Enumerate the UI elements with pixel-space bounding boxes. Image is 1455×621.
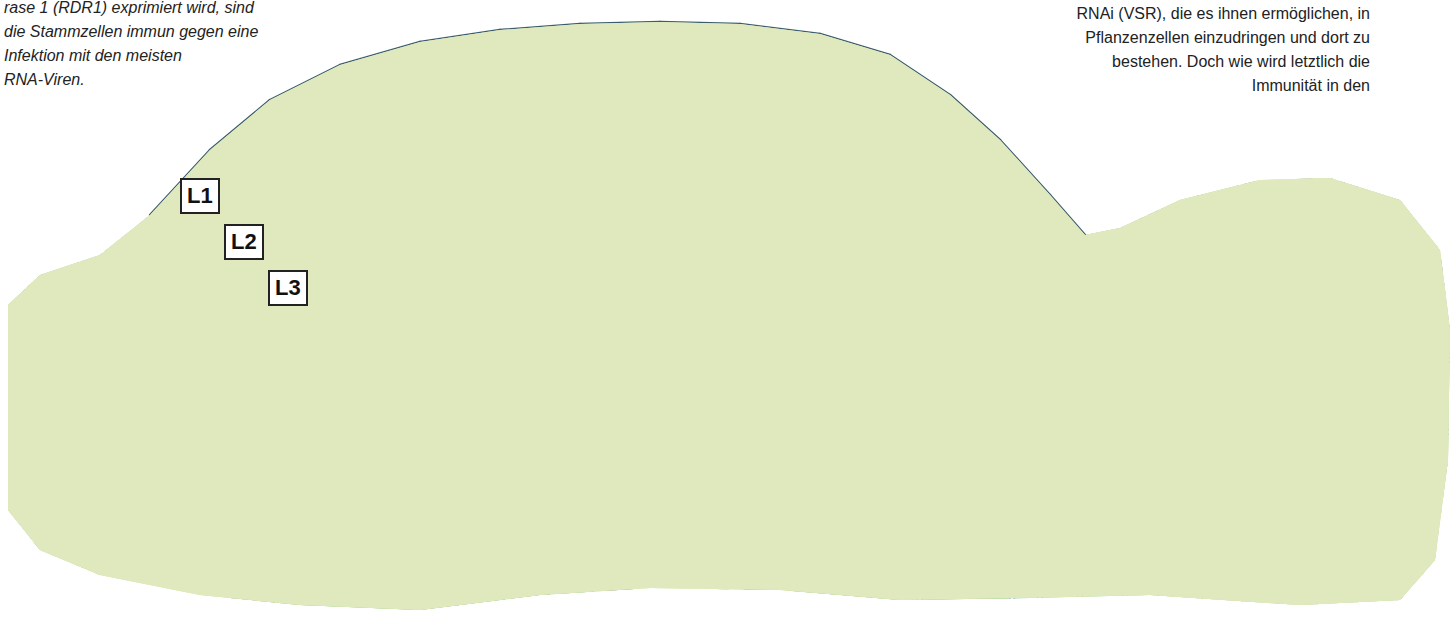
tissue-rim	[8, 22, 1450, 610]
layer-label: L3	[268, 270, 308, 306]
wrap-spacer	[1030, 74, 1125, 114]
layer-name: L2	[231, 229, 257, 255]
wrap-spacer	[1030, 26, 1060, 50]
wrap-spacer	[204, 44, 279, 68]
text-area: rase 1 (RDR1) exprimiert wird, sind die …	[4, 0, 279, 178]
body-text-fragment: RNAi (VSR), die es ihnen ermöglichen, in…	[1030, 2, 1370, 98]
tissue-rim	[8, 22, 1450, 610]
layer-name: L3	[275, 275, 301, 301]
tissue-outline	[8, 22, 1450, 610]
tissue-rim	[8, 22, 1450, 610]
layer-label: L1	[180, 178, 220, 214]
layer-label: L2	[224, 224, 264, 260]
body-text-fragment: rase 1 (RDR1) exprimiert wird, sind die …	[4, 0, 279, 92]
tissue-outline	[8, 22, 1450, 610]
layer-name: L1	[187, 183, 213, 209]
text-area: RNAi (VSR), die es ihnen ermöglichen, in…	[1030, 2, 1370, 114]
wrap-spacer	[154, 68, 279, 178]
wrap-spacer	[1030, 50, 1100, 74]
